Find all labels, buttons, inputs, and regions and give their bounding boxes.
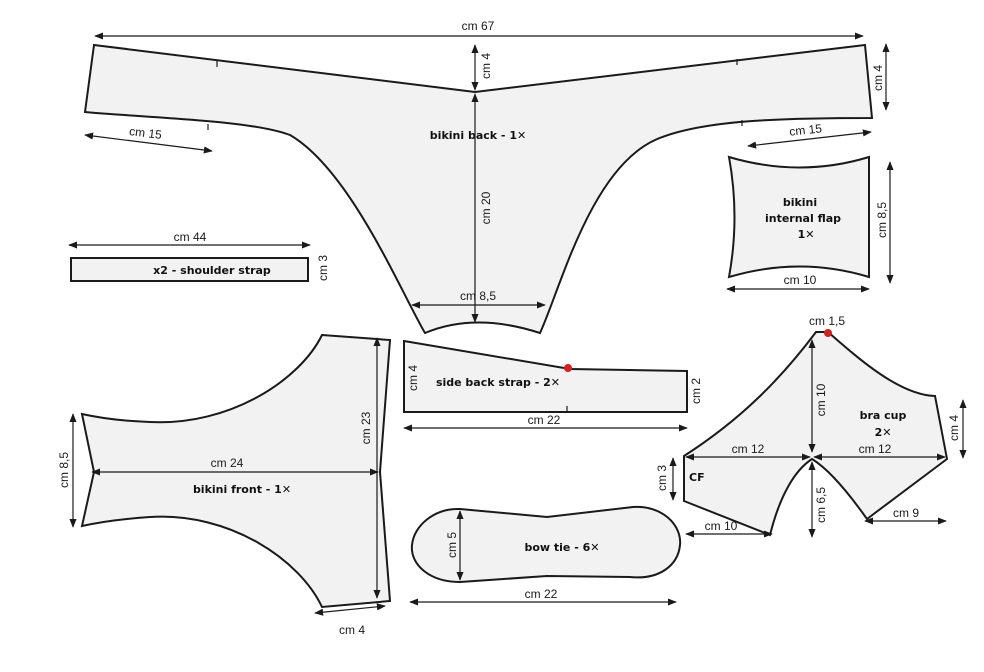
dim-line-front-bottom [314, 603, 386, 616]
dim-back-bottom: cm 8,5 [460, 289, 496, 303]
dim-cup-left: cm 12 [732, 442, 765, 456]
internal-flap-label-2: internal flap [765, 212, 841, 225]
dim-strap-length: cm 44 [174, 230, 207, 244]
bra-cup-label-1: bra cup [860, 409, 907, 422]
shoulder-strap-outline [70, 257, 309, 282]
dim-back-width: cm 67 [462, 19, 495, 33]
bow-tie-label: bow tie - 6✕ [524, 541, 599, 554]
dim-strap-width: cm 3 [316, 255, 330, 281]
dim-cup-side: cm 4 [947, 415, 961, 441]
dim-cup-lower: cm 6,5 [814, 487, 828, 523]
bra-cup-label-2: 2✕ [875, 426, 892, 439]
side-back-strap-label: side back strap - 2✕ [436, 376, 560, 389]
internal-flap-piece: bikini internal flap 1✕ [727, 155, 870, 279]
dim-cup-bottom-left: cm 10 [705, 519, 738, 533]
bikini-front-piece: bikini front - 1✕ [80, 333, 392, 609]
dim-front-bottom: cm 4 [339, 623, 365, 637]
internal-flap-label-3: 1✕ [798, 228, 815, 241]
bikini-front-outline [80, 333, 392, 609]
side-back-strap-piece: side back strap - 2✕ [403, 339, 688, 413]
internal-flap-label-1: bikini [783, 196, 817, 209]
dim-cup-right: cm 12 [859, 442, 892, 456]
dim-flap-width: cm 10 [784, 273, 817, 287]
dim-cup-bottom-right: cm 9 [893, 506, 919, 520]
marker-dot-side-strap [564, 364, 572, 372]
bow-tie-piece: bow tie - 6✕ [410, 505, 682, 584]
shoulder-strap-label: x2 - shoulder strap [153, 264, 271, 277]
bow-tie-outline [410, 505, 682, 584]
dim-cup-top: cm 1,5 [809, 314, 845, 328]
dim-front-side: cm 8,5 [57, 452, 71, 488]
side-back-strap-outline [403, 339, 688, 413]
bikini-front-label: bikini front - 1✕ [193, 483, 291, 496]
bikini-back-label: bikini back - 1✕ [430, 129, 526, 142]
bra-cup-cf-label: CF [689, 471, 705, 484]
dim-back-left-curve: cm 15 [128, 124, 162, 142]
dim-side-strap-length: cm 22 [528, 413, 561, 427]
dim-bow-length: cm 22 [525, 587, 558, 601]
internal-flap-outline [727, 155, 870, 279]
dim-front-height: cm 23 [359, 411, 373, 444]
dim-bow-height: cm 5 [445, 532, 459, 558]
dim-back-side-height: cm 4 [871, 65, 885, 91]
dim-back-length: cm 20 [479, 191, 493, 224]
dim-flap-height: cm 8,5 [875, 202, 889, 238]
dim-line-back-left-curve [84, 132, 213, 154]
dim-front-width: cm 24 [211, 456, 244, 470]
dim-side-strap-right: cm 2 [689, 378, 703, 404]
dim-line-back-right-curve [747, 129, 872, 149]
marker-dot-bra-cup [824, 329, 832, 337]
shoulder-strap-piece: x2 - shoulder strap [70, 257, 309, 282]
dim-cup-cf: cm 3 [655, 465, 669, 491]
dim-side-strap-left: cm 4 [406, 365, 420, 391]
dim-back-right-curve: cm 15 [789, 121, 823, 138]
dim-cup-height: cm 10 [814, 383, 828, 416]
dim-back-center-top: cm 4 [479, 53, 493, 79]
